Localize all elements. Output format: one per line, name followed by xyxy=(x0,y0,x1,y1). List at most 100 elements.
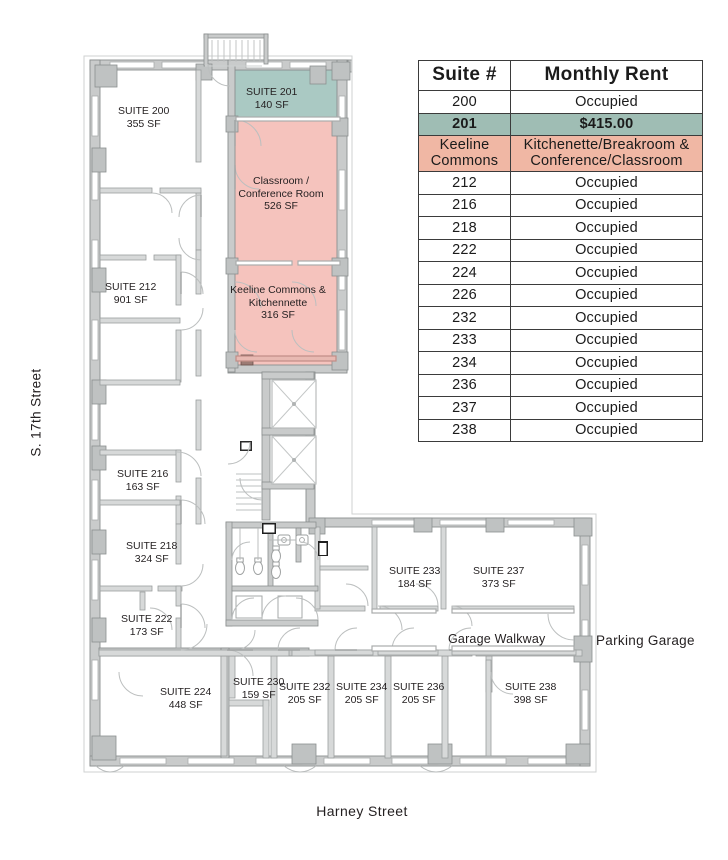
room-name: SUITE 236 xyxy=(393,681,445,693)
cell-suite: Keeline Commons xyxy=(418,135,511,172)
room-area: 163 SF xyxy=(125,480,160,493)
entry-marks xyxy=(95,765,453,773)
cell-rent: Occupied xyxy=(510,418,703,442)
cell-suite: 238 xyxy=(418,418,511,442)
room-name: SUITE 234 xyxy=(336,681,388,693)
cell-rent: Occupied xyxy=(510,328,703,352)
street-label-west: S. 17th Street xyxy=(28,368,44,457)
cell-rent: Occupied xyxy=(510,283,703,307)
cell-suite: 200 xyxy=(418,90,511,114)
room-area: 159 SF xyxy=(241,688,276,701)
cell-suite: 234 xyxy=(418,351,511,375)
room-name: SUITE 237 xyxy=(473,565,525,577)
room-area: 373 SF xyxy=(481,577,516,590)
room-area: 205 SF xyxy=(287,693,322,706)
cell-rent: Occupied xyxy=(510,193,703,217)
cell-suite: 233 xyxy=(418,328,511,352)
room-area: 205 SF xyxy=(401,693,436,706)
room-name: SUITE 218 xyxy=(126,540,178,552)
cell-suite: 201 xyxy=(418,112,511,136)
stairs xyxy=(205,40,262,511)
street-label-south: Harney Street xyxy=(316,803,408,819)
room-area: 316 SF xyxy=(261,309,295,321)
room-area: 173 SF xyxy=(129,625,164,638)
room-area: 355 SF xyxy=(126,117,161,130)
cell-rent: Occupied xyxy=(510,351,703,375)
room-area: 324 SF xyxy=(134,552,169,565)
cell-suite: 237 xyxy=(418,396,511,420)
interior-details xyxy=(235,116,575,652)
room-name: SUITE 233 xyxy=(389,565,441,577)
room-name: SUITE 238 xyxy=(505,681,557,693)
room-name: SUITE 200 xyxy=(118,105,170,117)
cell-suite: 226 xyxy=(418,283,511,307)
room-area: 184 SF xyxy=(397,577,432,590)
cell-suite: 232 xyxy=(418,306,511,330)
cell-suite: 236 xyxy=(418,373,511,397)
room-name: SUITE 230 xyxy=(233,676,285,688)
restroom-fixtures xyxy=(235,528,309,619)
cell-rent: Occupied xyxy=(510,306,703,330)
table-row: 201$415.00 xyxy=(418,112,703,136)
room-area: 901 SF xyxy=(113,293,148,306)
cell-rent: Occupied xyxy=(510,396,703,420)
room-area: 398 SF xyxy=(513,693,548,706)
room-name: Classroom / Conference Room xyxy=(238,175,324,200)
cell-rent: Occupied xyxy=(510,238,703,262)
garage-walkway-label: Garage Walkway xyxy=(448,632,546,646)
building-outline xyxy=(83,55,597,773)
room-name: SUITE 222 xyxy=(121,613,173,625)
room-name: SUITE 212 xyxy=(105,281,157,293)
cell-rent: Occupied xyxy=(510,90,703,114)
door-swings xyxy=(118,63,575,697)
room-name: Keeline Commons & Kitchennette xyxy=(230,284,326,309)
column-header-suite: Suite # xyxy=(418,60,511,91)
cell-rent: Occupied xyxy=(510,171,703,195)
room-name: SUITE 224 xyxy=(160,686,212,698)
room-area: 140 SF xyxy=(254,98,289,111)
table-header-row: Suite # Monthly Rent xyxy=(418,60,703,91)
room-name: SUITE 216 xyxy=(117,468,169,480)
cell-suite: 218 xyxy=(418,216,511,240)
cell-rent: Kitchenette/Breakroom & Conference/Class… xyxy=(510,135,703,172)
room-name: SUITE 232 xyxy=(279,681,331,693)
parking-garage-label: Parking Garage xyxy=(596,633,695,648)
cell-suite: 216 xyxy=(418,193,511,217)
cell-rent: Occupied xyxy=(510,261,703,285)
cell-rent: Occupied xyxy=(510,373,703,397)
cell-suite: 224 xyxy=(418,261,511,285)
cell-suite: 212 xyxy=(418,171,511,195)
highlight-fills xyxy=(232,66,343,370)
cell-rent: $415.00 xyxy=(510,112,703,136)
room-name: SUITE 201 xyxy=(246,86,298,98)
cell-rent: Occupied xyxy=(510,216,703,240)
cell-suite: 222 xyxy=(418,238,511,262)
